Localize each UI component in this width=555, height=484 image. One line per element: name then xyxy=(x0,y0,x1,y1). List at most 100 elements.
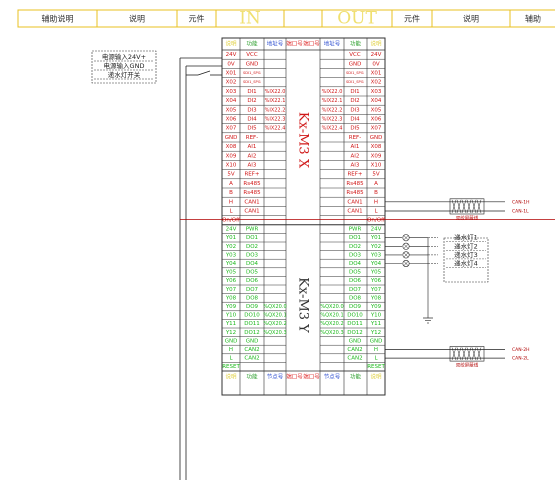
twist-mark xyxy=(471,199,477,214)
x-function-label-right: Rs485 xyxy=(346,181,364,187)
y-terminal-label-right: Y10 xyxy=(370,313,382,319)
x-address-label: %IX22.4 xyxy=(265,126,286,132)
column-header: 地址号 xyxy=(267,40,284,48)
x-function-label-right: AI1 xyxy=(351,144,360,150)
y-terminal-label: L xyxy=(229,356,233,362)
can1h-label: CAN-1H xyxy=(512,199,529,205)
x-address-label-right: %IX22.0 xyxy=(322,89,343,95)
x-terminal-label-right: A xyxy=(374,181,378,187)
x-address-label-right: %IX22.2 xyxy=(322,107,343,113)
x-terminal-label: X07 xyxy=(226,126,237,132)
column-header: 说明 xyxy=(225,40,237,48)
y-terminal-label: Y07 xyxy=(225,287,237,293)
x-function-label-right: DI3 xyxy=(350,107,360,113)
footer-header: 节点号 xyxy=(324,373,341,381)
y-function-label: DO10 xyxy=(244,313,260,319)
x-address-label-right: %IX22.1 xyxy=(322,98,343,104)
x-address-label-right: %IX22.3 xyxy=(322,117,343,123)
x-terminal-label-right: X02 xyxy=(371,80,382,86)
y-terminal-label: H xyxy=(229,347,233,353)
y-address-label: %QX20.2 xyxy=(263,321,286,327)
x-function-label: CAN1 xyxy=(244,209,259,215)
twist-mark xyxy=(466,347,472,361)
x-function-label: Rs485 xyxy=(243,181,261,187)
twist-mark xyxy=(456,199,462,214)
x-terminal-label: X01 xyxy=(226,71,237,77)
y-function-label: DO12 xyxy=(244,330,260,336)
y-terminal-label: Y11 xyxy=(225,321,236,327)
header-big-label: OUT xyxy=(337,9,377,29)
y-function-label-right: DO3 xyxy=(349,252,362,258)
can1l-label: CAN-1L xyxy=(512,209,529,215)
y-function-label: DO6 xyxy=(246,278,259,284)
y-address-label-right: %QX20.1 xyxy=(320,313,343,319)
header-big-label: IN xyxy=(239,9,261,29)
y-terminal-label-right: L xyxy=(374,356,378,362)
y-function-label-right: GND xyxy=(349,338,362,344)
x-terminal-label-right: X03 xyxy=(371,89,382,95)
x-function-label: AI3 xyxy=(248,163,257,169)
lamp-label: 递水灯3 xyxy=(454,250,478,259)
header-cell xyxy=(283,9,323,28)
y-function-label: DO7 xyxy=(246,287,259,293)
x-terminal-label-right: 0V xyxy=(372,61,379,67)
footer-header: 端口号 xyxy=(303,373,320,381)
y-terminal-label: Y03 xyxy=(225,252,237,258)
y-terminal-label-right: Y02 xyxy=(370,244,381,250)
y-terminal-label: Y09 xyxy=(225,304,237,310)
twist-mark xyxy=(451,199,457,214)
y-terminal-label: Y10 xyxy=(225,313,237,319)
can2-note: 双绞屏蔽线 xyxy=(456,362,479,369)
y-function-label-right: DO7 xyxy=(349,287,362,293)
y-terminal-label-right: Y07 xyxy=(370,287,382,293)
y-function-label-right: CAN2 xyxy=(347,347,362,353)
shield-box-can1 xyxy=(449,198,485,215)
left-note-label: 递水灯开关 xyxy=(108,70,141,79)
footer-header: 功能 xyxy=(246,373,258,381)
y-function-label-right: DO6 xyxy=(349,278,362,284)
y-function-label-right: DO2 xyxy=(349,244,361,250)
y-terminal-label-right: Y11 xyxy=(370,321,381,327)
x-terminal-label-right: GND xyxy=(370,135,383,141)
y-terminal-label: Y04 xyxy=(225,261,237,267)
x-function-label: Rs485 xyxy=(243,190,261,196)
lamp-cross xyxy=(403,261,409,266)
y-function-label-right: DO9 xyxy=(349,304,362,310)
lamp-label: 递水灯1 xyxy=(454,233,478,242)
twist-mark xyxy=(476,347,482,361)
column-header: 地址号 xyxy=(324,40,341,48)
footer-header: 说明 xyxy=(225,373,237,381)
x-terminal-label: L xyxy=(229,209,233,215)
y-function-label-right: DO5 xyxy=(349,270,362,276)
y-terminal-label-right: Y05 xyxy=(370,270,382,276)
x-function-label-right: REF- xyxy=(349,135,361,141)
y-function-label: CAN2 xyxy=(244,347,259,353)
y-terminal-label: Y06 xyxy=(225,278,237,284)
y-terminal-label: Y05 xyxy=(225,270,237,276)
y-function-label-right: DO12 xyxy=(347,330,363,336)
y-address-label: %QX20.0 xyxy=(263,304,286,310)
y-function-label: DO11 xyxy=(244,321,260,327)
y-address-label-right: %QX20.0 xyxy=(320,304,343,310)
x-terminal-label: X05 xyxy=(226,107,237,113)
x-terminal-label: X02 xyxy=(226,80,237,86)
twist-mark xyxy=(456,347,462,361)
y-address-label: %QX20.1 xyxy=(263,313,286,319)
x-function-label: CAN1 xyxy=(244,199,259,205)
x-function-label: DI1 xyxy=(247,89,256,95)
y-function-label: DO1 xyxy=(246,235,258,241)
header-label: 说明 xyxy=(129,14,145,24)
y-function-label-right: DO10 xyxy=(347,313,363,319)
footer-header: 说明 xyxy=(370,373,382,381)
x-terminal-label: GND xyxy=(225,135,238,141)
twist-mark xyxy=(461,347,467,361)
twist-mark xyxy=(476,199,482,214)
x-terminal-label: On/Off xyxy=(222,218,240,224)
module-title-x: Kx-M3 X xyxy=(296,112,311,169)
y-address-label-right: %QX20.2 xyxy=(320,321,343,327)
x-function-label: DI3 xyxy=(247,107,257,113)
y-function-label-right: CAN2 xyxy=(347,356,362,362)
x-terminal-label-right: X05 xyxy=(371,107,382,113)
x-terminal-label: X06 xyxy=(226,117,237,123)
twist-mark xyxy=(466,199,472,214)
